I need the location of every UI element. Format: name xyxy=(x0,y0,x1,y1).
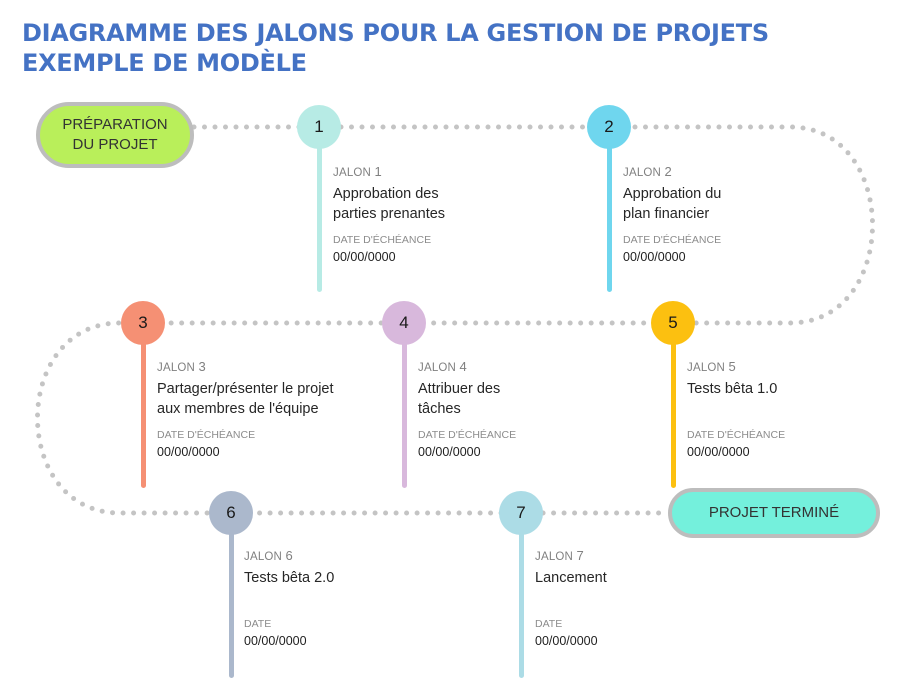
page-title: DIAGRAMME DES JALONS POUR LA GESTION DE … xyxy=(22,19,769,77)
start-label-line2: DU PROJET xyxy=(72,136,158,153)
milestone-2-node: 2 xyxy=(587,105,631,149)
milestone-5-date: 00/00/0000 xyxy=(687,445,750,459)
milestone-1-node: 1 xyxy=(297,105,341,149)
milestone-2-stem xyxy=(607,140,612,292)
milestone-7-date: 00/00/0000 xyxy=(535,634,598,648)
milestone-6-stem xyxy=(229,526,234,678)
milestone-6-card: JALON 6 Tests bêta 2.0 DATE 00/00/0000 xyxy=(244,548,335,648)
milestone-2-date: 00/00/0000 xyxy=(623,250,686,264)
milestone-7-stem xyxy=(519,526,524,678)
milestone-6-date: 00/00/0000 xyxy=(244,634,307,648)
milestone-7-description: Lancement xyxy=(535,570,607,586)
milestone-4-date: 00/00/0000 xyxy=(418,445,481,459)
milestone-3-stem xyxy=(141,336,146,488)
end-label: PROJET TERMINÉ xyxy=(708,504,840,521)
milestone-4-stem xyxy=(402,336,407,488)
milestone-5-node: 5 xyxy=(651,301,695,345)
end-pill-project-complete: PROJET TERMINÉ xyxy=(668,488,880,538)
milestone-3-node: 3 xyxy=(121,301,165,345)
milestone-7-node: 7 xyxy=(499,491,543,535)
start-pill-project-preparation: PRÉPARATION DU PROJET xyxy=(36,102,194,168)
milestone-4-node: 4 xyxy=(382,301,426,345)
milestone-6-description: Tests bêta 2.0 xyxy=(244,570,335,586)
milestone-5-card: JALON 5 Tests bêta 1.0 DATE D'ÉCHÉANCE 0… xyxy=(687,359,786,459)
milestone-3-date: 00/00/0000 xyxy=(157,445,220,459)
milestone-6-node: 6 xyxy=(209,491,253,535)
milestone-1-stem xyxy=(317,140,322,292)
milestone-7-card: JALON 7 Lancement DATE 00/00/0000 xyxy=(535,548,607,648)
milestone-5-stem xyxy=(671,336,676,488)
milestone-5-description: Tests bêta 1.0 xyxy=(687,381,778,397)
milestone-1-date: 00/00/0000 xyxy=(333,250,396,264)
start-label-line1: PRÉPARATION xyxy=(62,116,168,133)
